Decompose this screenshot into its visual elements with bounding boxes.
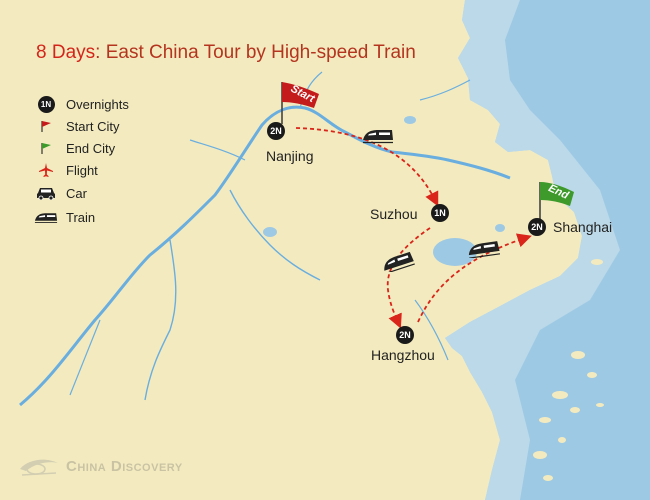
airplane-icon [34,160,58,180]
green-flag-icon [34,138,58,158]
hangzhou-nights-badge: 2N [396,326,414,344]
route-hangzhou-shanghai [417,233,532,323]
nanjing-nights-badge: 2N [267,122,285,140]
river-tributary [144,239,177,401]
yangtze-river [19,105,511,407]
legend-car: Car [34,183,87,203]
overnight-badge-icon: 1N [37,95,55,113]
start-flag-icon: Start [274,78,324,128]
legend-train-label: Train [66,209,96,225]
page-title: 8 Days: East China Tour by High-speed Tr… [36,42,416,64]
watermark-logo-icon [18,455,60,477]
train-icon [362,126,394,149]
island [503,158,537,178]
title-text: : East China Tour by High-speed Train [95,42,416,63]
legend-overnights: 1N Overnights [34,94,129,114]
legend-car-label: Car [66,185,87,201]
legend-train: Train [34,207,95,227]
legend-flight: Flight [34,160,98,180]
train-icon [381,250,415,277]
train-icon [34,207,58,227]
train-icon [467,238,501,263]
route-suzhou-hangzhou [386,227,431,329]
lake-tai [433,238,477,266]
end-flag-icon: End [534,178,580,224]
city-hangzhou: Hangzhou [371,347,435,363]
shanghai-nights-badge: 2N [528,218,546,236]
city-suzhou: Suzhou [370,206,418,222]
legend-end-city-label: End City [66,140,116,156]
title-days: 8 Days [36,42,96,63]
city-nanjing: Nanjing [266,148,314,164]
car-icon [34,183,58,203]
legend-flight-label: Flight [66,162,98,178]
legend-start-city: Start City [34,116,119,136]
red-flag-icon [34,116,58,136]
land-mass [0,0,582,500]
watermark-text: China Discovery [66,457,183,475]
legend-end-city: End City [34,138,115,158]
suzhou-nights-badge: 1N [431,204,449,222]
legend-start-city-label: Start City [66,118,120,134]
route-nanjing-suzhou [295,127,439,207]
city-shanghai: Shanghai [553,219,613,235]
watermark: China Discovery [18,455,183,477]
legend-overnights-label: Overnights [66,96,129,112]
